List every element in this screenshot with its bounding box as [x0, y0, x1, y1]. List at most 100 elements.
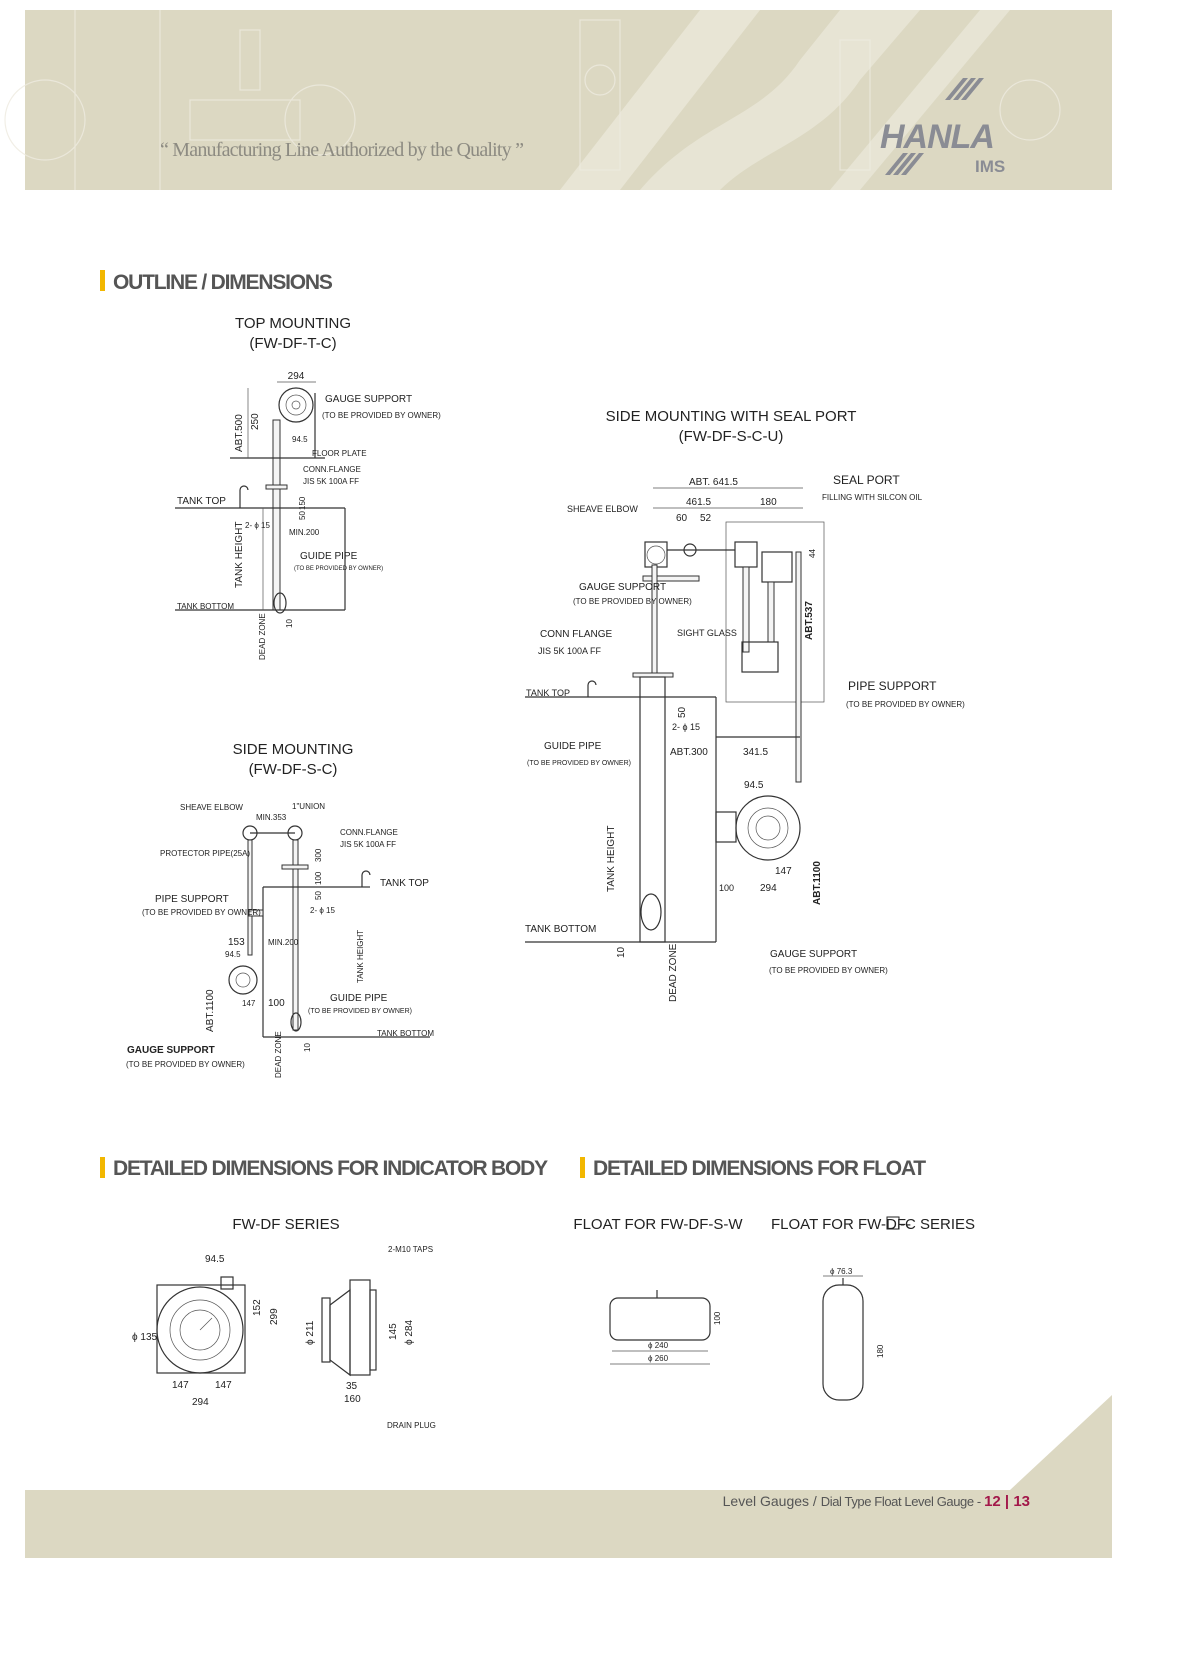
svg-text:MIN.200: MIN.200	[268, 938, 299, 947]
svg-text:160: 160	[344, 1394, 361, 1405]
svg-text:(TO BE PROVIDED BY OWNER): (TO BE PROVIDED BY OWNER)	[846, 700, 965, 709]
header-tagline: “ Manufacturing Line Authorized by the Q…	[160, 139, 523, 161]
svg-text:PIPE SUPPORT: PIPE SUPPORT	[848, 679, 937, 693]
svg-text:GAUGE SUPPORT: GAUGE SUPPORT	[579, 582, 666, 593]
svg-text:GUIDE PIPE: GUIDE PIPE	[300, 551, 358, 562]
svg-text:FLOOR PLATE: FLOOR PLATE	[312, 449, 367, 458]
svg-text:50: 50	[298, 511, 307, 520]
svg-text:(TO BE PROVIDED BY OWNER): (TO BE PROVIDED BY OWNER)	[142, 908, 261, 917]
svg-text:ABT.300: ABT.300	[670, 747, 708, 758]
svg-text:SIGHT GLASS: SIGHT GLASS	[677, 628, 737, 638]
svg-text:ABT.1100: ABT.1100	[205, 989, 216, 1032]
svg-text:TANK HEIGHT: TANK HEIGHT	[356, 930, 365, 983]
float-s-w-diagram: FLOAT FOR FW-DF-S-W 100 ϕ 240 ϕ 260	[573, 1216, 743, 1365]
svg-text:300: 300	[314, 848, 323, 862]
svg-text:(TO BE PROVIDED BY OWNER): (TO BE PROVIDED BY OWNER)	[126, 1060, 245, 1069]
svg-text:294: 294	[288, 371, 305, 382]
svg-text:145: 145	[388, 1323, 399, 1340]
svg-text:147: 147	[172, 1380, 189, 1391]
footer-band: Level Gauges / Dial Type Float Level Gau…	[25, 1395, 1112, 1558]
svg-text:ϕ 135: ϕ 135	[132, 1332, 158, 1343]
svg-text:CONN.FLANGE: CONN.FLANGE	[303, 465, 361, 474]
svg-text:GUIDE PIPE: GUIDE PIPE	[544, 741, 602, 752]
svg-text:TANK TOP: TANK TOP	[380, 878, 429, 889]
svg-text:TANK BOTTOM: TANK BOTTOM	[177, 602, 234, 611]
svg-text:DEAD ZONE: DEAD ZONE	[258, 613, 267, 660]
seal-port-mounting-diagram: SIDE MOUNTING WITH SEAL PORT (FW-DF-S-C-…	[525, 408, 965, 1002]
svg-text:461.5: 461.5	[686, 497, 711, 508]
svg-text:(FW-DF-S-C-U): (FW-DF-S-C-U)	[679, 428, 784, 445]
svg-text:(TO BE PROVIDED BY OWNER): (TO BE PROVIDED BY OWNER)	[573, 597, 692, 606]
svg-text:1"UNION: 1"UNION	[292, 802, 325, 811]
svg-text:94.5: 94.5	[205, 1254, 225, 1265]
svg-text:GAUGE SUPPORT: GAUGE SUPPORT	[770, 949, 857, 960]
hanla-logo: HANLA IMS	[880, 78, 1005, 176]
svg-text:35: 35	[346, 1381, 358, 1392]
svg-text:FILLING WITH SILCON OIL: FILLING WITH SILCON OIL	[822, 493, 923, 502]
svg-text:44: 44	[808, 549, 817, 558]
svg-text:153: 153	[228, 937, 245, 948]
svg-text:FW-DF SERIES: FW-DF SERIES	[232, 1216, 339, 1233]
svg-text:SHEAVE ELBOW: SHEAVE ELBOW	[180, 803, 243, 812]
svg-text:147: 147	[215, 1380, 232, 1391]
svg-text:TANK TOP: TANK TOP	[526, 688, 570, 698]
svg-text:MIN.353: MIN.353	[256, 813, 287, 822]
svg-text:299: 299	[269, 1308, 280, 1325]
svg-text:TANK BOTTOM: TANK BOTTOM	[377, 1029, 434, 1038]
logo-subtext: IMS	[975, 157, 1005, 176]
svg-text:180: 180	[760, 497, 777, 508]
page-number-left: 12	[984, 1493, 1001, 1510]
svg-text:JIS 5K 100A FF: JIS 5K 100A FF	[303, 477, 359, 486]
svg-text:DEAD ZONE: DEAD ZONE	[668, 943, 679, 1002]
svg-text:150: 150	[298, 496, 307, 510]
svg-text:ABT. 641.5: ABT. 641.5	[689, 477, 738, 488]
footer-text: Level Gauges / Dial Type Float Level Gau…	[723, 1493, 1030, 1510]
indicator-body-diagram: FW-DF SERIES 94.5 152 299 ϕ 135 147 147 …	[132, 1216, 436, 1430]
svg-text:10: 10	[285, 619, 294, 628]
svg-text:(TO BE PROVIDED BY OWNER): (TO BE PROVIDED BY OWNER)	[527, 760, 631, 767]
svg-text:SIDE MOUNTING: SIDE MOUNTING	[233, 741, 354, 758]
svg-text:2-M10 TAPS: 2-M10 TAPS	[388, 1245, 433, 1254]
svg-text:GUIDE PIPE: GUIDE PIPE	[330, 993, 388, 1004]
svg-text:(TO BE PROVIDED BY OWNER): (TO BE PROVIDED BY OWNER)	[294, 566, 383, 572]
svg-text:ϕ 76.3: ϕ 76.3	[830, 1267, 853, 1276]
svg-text:180: 180	[876, 1344, 885, 1358]
svg-text:147: 147	[775, 866, 792, 877]
svg-text:(FW-DF-T-C): (FW-DF-T-C)	[249, 335, 336, 352]
svg-text:ϕ 284: ϕ 284	[404, 1319, 415, 1345]
svg-text:GAUGE SUPPORT: GAUGE SUPPORT	[127, 1045, 215, 1056]
svg-text:-C SERIES: -C SERIES	[900, 1216, 975, 1233]
svg-text:FLOAT FOR FW-DF-: FLOAT FOR FW-DF-	[771, 1216, 911, 1233]
series-placeholder-box	[886, 1216, 900, 1230]
side-mounting-diagram: SIDE MOUNTING (FW-DF-S-C) SHEAVE ELBOW 1…	[126, 741, 434, 1078]
svg-text:94.5: 94.5	[744, 780, 764, 791]
svg-text:DETAILED DIMENSIONS FOR INDICA: DETAILED DIMENSIONS FOR INDICATOR BODY	[113, 1157, 548, 1180]
svg-text:50: 50	[677, 706, 688, 718]
svg-text:TANK TOP: TANK TOP	[177, 496, 226, 507]
section-float-heading: DETAILED DIMENSIONS FOR FLOAT	[580, 1157, 927, 1180]
svg-text:OUTLINE / DIMENSIONS: OUTLINE / DIMENSIONS	[113, 271, 333, 294]
svg-text:94.5: 94.5	[292, 435, 308, 444]
top-mounting-diagram: TOP MOUNTING (FW-DF-T-C) 294 ABT.500 250…	[175, 315, 441, 660]
float-c-series-diagram: FLOAT FOR FW-DF- -C SERIES ϕ 76.3 180	[771, 1216, 975, 1401]
svg-text:100: 100	[268, 998, 285, 1009]
svg-text:TANK HEIGHT: TANK HEIGHT	[606, 826, 617, 892]
svg-text:250: 250	[250, 413, 261, 430]
svg-text:(FW-DF-S-C): (FW-DF-S-C)	[249, 761, 338, 778]
svg-text:GAUGE SUPPORT: GAUGE SUPPORT	[325, 394, 412, 405]
svg-text:2- ϕ 15: 2- ϕ 15	[310, 906, 335, 915]
svg-text:94.5: 94.5	[225, 950, 241, 959]
svg-text:ABT.1100: ABT.1100	[812, 861, 823, 905]
svg-text:52: 52	[700, 513, 712, 524]
section-indicator-heading: DETAILED DIMENSIONS FOR INDICATOR BODY	[100, 1157, 549, 1180]
svg-text:TANK BOTTOM: TANK BOTTOM	[525, 924, 596, 935]
svg-text:100: 100	[719, 883, 734, 893]
svg-text:DRAIN PLUG: DRAIN PLUG	[387, 1421, 436, 1430]
logo-text: HANLA	[880, 118, 994, 156]
svg-text:2- ϕ 15: 2- ϕ 15	[245, 521, 270, 530]
svg-text:PIPE SUPPORT: PIPE SUPPORT	[155, 894, 229, 905]
svg-text:100: 100	[713, 1311, 722, 1325]
svg-text:SIDE MOUNTING WITH SEAL PORT: SIDE MOUNTING WITH SEAL PORT	[606, 408, 857, 425]
svg-text:10: 10	[303, 1043, 312, 1052]
svg-text:TOP MOUNTING: TOP MOUNTING	[235, 315, 351, 332]
